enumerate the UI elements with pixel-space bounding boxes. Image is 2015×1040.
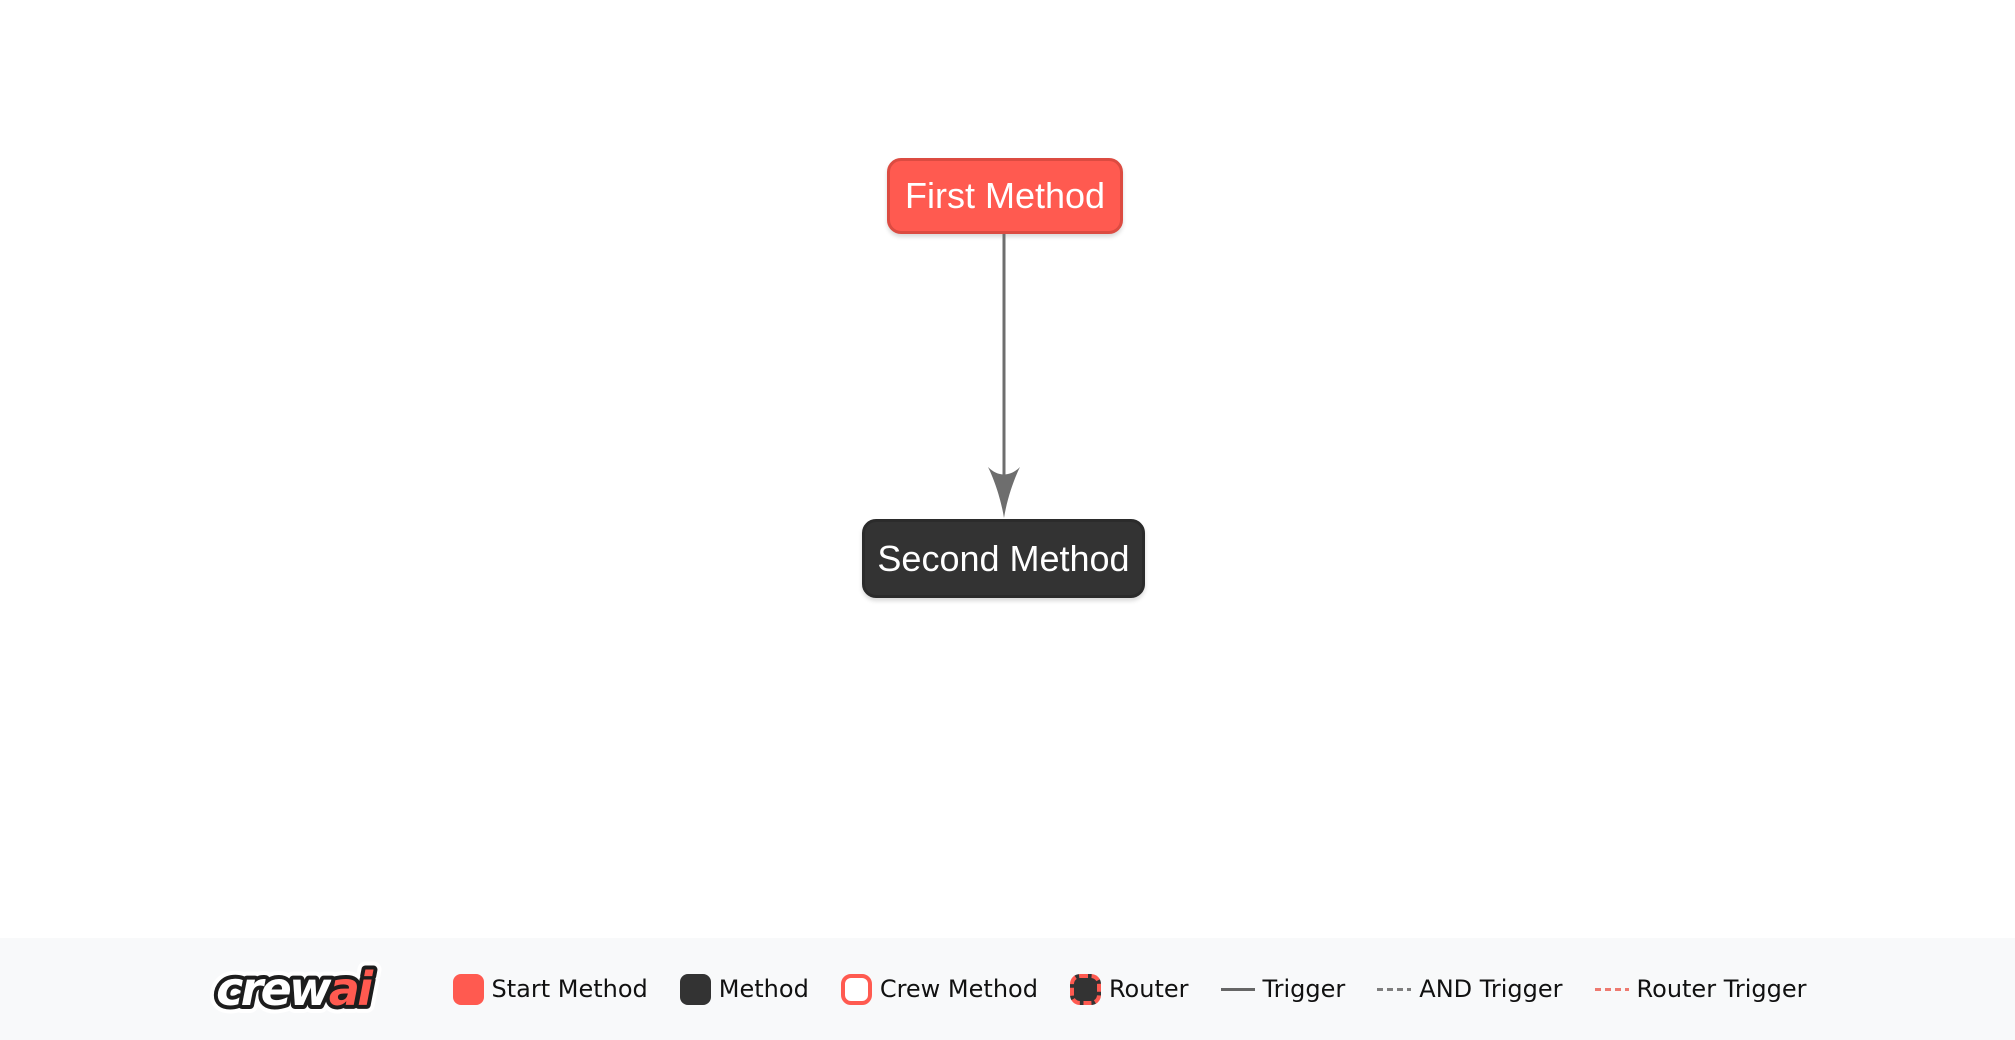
legend-item-trigger: Trigger bbox=[1220, 975, 1346, 1003]
legend-label: Start Method bbox=[491, 975, 648, 1003]
crew-method-swatch bbox=[840, 973, 872, 1005]
legend-label: Router bbox=[1108, 975, 1189, 1003]
svg-text:crewai: crewai bbox=[216, 962, 374, 1016]
node-second-method-label: Second Method bbox=[877, 537, 1130, 579]
crewai-logo: crewai crewai bbox=[209, 957, 385, 1021]
start-method-swatch bbox=[452, 973, 484, 1005]
and-trigger-line-sample bbox=[1377, 987, 1412, 991]
node-second-method[interactable]: Second Method bbox=[862, 519, 1145, 598]
router-trigger-line-sample bbox=[1594, 987, 1629, 991]
legend-label: AND Trigger bbox=[1419, 975, 1563, 1003]
legend-item-start-method: Start Method bbox=[452, 973, 648, 1005]
logo-text-ai: ai bbox=[328, 962, 373, 1016]
router-swatch bbox=[1069, 973, 1101, 1005]
node-first-method-label: First Method bbox=[904, 175, 1106, 216]
legend-label: Router Trigger bbox=[1636, 975, 1807, 1003]
node-first-method[interactable]: First Method bbox=[887, 158, 1123, 234]
flow-canvas[interactable]: First Method Second Method bbox=[0, 0, 2015, 938]
svg-text:crewai: crewai bbox=[216, 962, 374, 1016]
legend-label: Crew Method bbox=[879, 975, 1038, 1003]
legend-item-router: Router bbox=[1069, 973, 1189, 1005]
legend-item-crew-method: Crew Method bbox=[840, 973, 1038, 1005]
legend-item-router-trigger: Router Trigger bbox=[1594, 975, 1807, 1003]
method-swatch bbox=[679, 973, 711, 1005]
legend-item-and-trigger: AND Trigger bbox=[1377, 975, 1563, 1003]
legend-bar: crewai crewai Start Method Method Crew M… bbox=[0, 938, 2015, 1040]
legend-item-method: Method bbox=[679, 973, 809, 1005]
logo-text-crew: crew bbox=[216, 962, 332, 1016]
legend-label: Method bbox=[718, 975, 809, 1003]
trigger-edge bbox=[988, 234, 1020, 518]
trigger-line-sample bbox=[1220, 987, 1255, 991]
legend-label: Trigger bbox=[1262, 975, 1346, 1003]
